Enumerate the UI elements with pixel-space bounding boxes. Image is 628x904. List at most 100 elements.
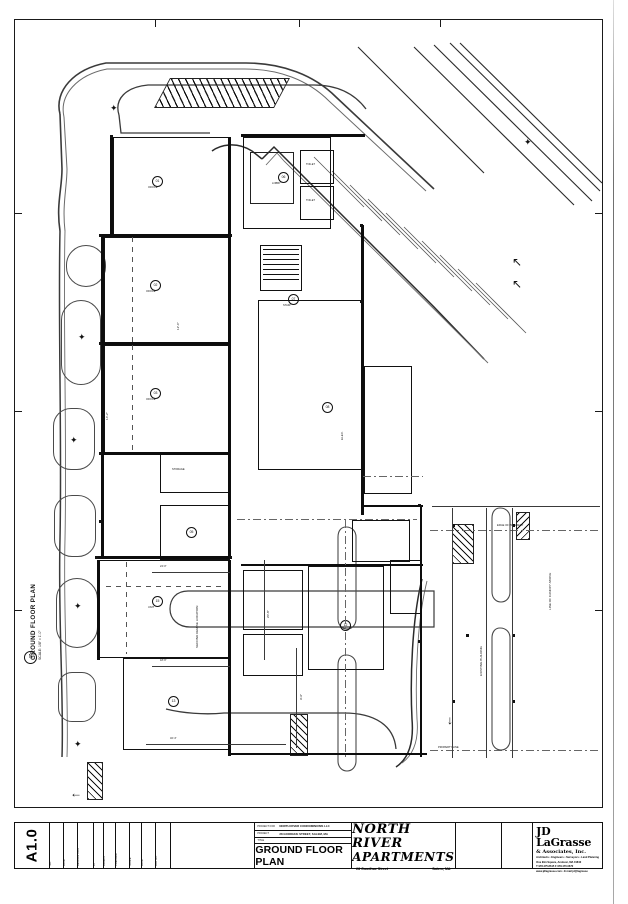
stair-tread: [263, 279, 299, 280]
drawing-title-text: GROUND FLOOR PLAN: [255, 843, 343, 868]
wall-node: [360, 224, 364, 228]
tree-symbol: ✦: [524, 137, 532, 147]
firm-block: JD LaGrasse & Associates, Inc. Architect…: [533, 823, 602, 873]
room-tag: 03: [150, 388, 161, 399]
tree-symbol: ✦: [74, 739, 82, 749]
landscape-island: [54, 495, 96, 557]
revision-column: BY: [93, 823, 104, 868]
border-tick: [155, 19, 156, 27]
room-stair-07: [260, 245, 302, 291]
room-label: STORAGE: [172, 468, 185, 471]
room-tag: 01: [152, 176, 163, 187]
room-toilet-10: [300, 150, 334, 184]
wall-node: [95, 556, 99, 560]
tree-symbol: ✦: [110, 103, 118, 113]
tree-symbol: ✦: [78, 332, 86, 342]
tree-symbol: ✦: [74, 601, 82, 611]
firm-disciplines: Architects • Engineers • Surveyors • Lan…: [536, 855, 599, 859]
room-tag: 08: [322, 402, 333, 413]
room-label: STAIR: [283, 304, 291, 307]
plan-annotation: EXISTING BUILDING: [479, 646, 483, 676]
room-label: UNIT: [148, 606, 155, 609]
landscape-island: [56, 578, 98, 648]
firm-web: www.jdlagrasse.com • E mail jd@lagrasse: [536, 870, 588, 873]
room-storage-04: [160, 453, 230, 493]
room-toilet-11: [300, 186, 334, 220]
title-block: A1.0 NO. DATE DESCRIPTION BY DRAWN CHECK…: [14, 821, 603, 873]
wall-node: [99, 452, 103, 456]
dimension-text: 18'-6": [160, 659, 167, 662]
plan-title-label: GROUND FLOOR PLAN SCALE: 1/8" = 1'-0": [30, 584, 42, 660]
parking-stall-line: [486, 508, 487, 758]
site-hatch-walk: [154, 78, 290, 108]
stair-tread: [263, 254, 299, 255]
room-corridor-lower: [352, 520, 410, 562]
canopy-line: [126, 562, 127, 654]
grid-line: [430, 530, 600, 531]
grid-line: [237, 519, 417, 520]
room-unit-lower: [308, 566, 384, 670]
title-key-row: TITLE: [255, 838, 352, 844]
title-key: TITLE: [257, 839, 265, 843]
room-stair-lower: [390, 560, 422, 614]
wall-node: [418, 640, 422, 644]
room-unit-large: [258, 300, 364, 470]
wall-node: [466, 634, 470, 638]
border-tick: [14, 411, 22, 412]
room-utility-12: [364, 366, 412, 494]
border-tick: [595, 213, 603, 214]
stair-tread: [263, 269, 299, 270]
room-office-01: [113, 137, 230, 237]
site-hatch-curb: [87, 762, 103, 800]
revision-column-label: DESCRIPTION: [76, 848, 80, 866]
room-mech-08: [243, 634, 303, 676]
dimension-line: [152, 572, 230, 573]
parking-stall-line: [512, 508, 513, 758]
owner-row: PROJECT FOR NORTH RIVER CONDOMINIUMS LLC: [255, 823, 352, 831]
traffic-arrow: ↖: [512, 277, 523, 291]
wall: [228, 137, 231, 557]
wall: [97, 560, 100, 660]
wall-node: [418, 504, 422, 508]
firm-name: JD LaGrasse: [536, 825, 592, 849]
canopy-line: [132, 345, 133, 451]
room-tag: 15: [152, 596, 163, 607]
wall-node: [512, 524, 516, 528]
wall: [241, 564, 423, 567]
dimension-line: [152, 666, 230, 667]
tree-symbol: ✦: [70, 435, 78, 445]
plan-title-text: GROUND FLOOR PLAN: [30, 583, 37, 660]
firm-contact: T 978.475.8615 F 978.470.0670: [536, 864, 574, 868]
revision-column: SCALE: [128, 823, 142, 868]
grid-line: [345, 520, 346, 760]
traffic-arrow: ↓: [447, 713, 453, 727]
revision-column-label: DATE: [62, 859, 66, 866]
room-unit-15: [97, 560, 230, 658]
general-notes-block: GENERAL NOTES 1. ALL WORK SHALL CONFORM …: [171, 823, 256, 868]
wall-node: [452, 524, 456, 528]
room-office-03: [104, 345, 230, 453]
dimension-line: [296, 648, 297, 748]
revision-column-label: SCALE: [128, 857, 132, 866]
wall-node: [512, 634, 516, 638]
stair-tread: [263, 249, 299, 250]
stair-tread: [263, 259, 299, 260]
wall: [228, 560, 231, 756]
wall-node: [452, 700, 456, 704]
plan-annotation: EDGE OF PAVEMENT: [497, 524, 524, 527]
dimension-line: [146, 744, 286, 745]
sheet-number: A1.0: [23, 828, 41, 863]
project-name-line1: NORTH RIVER: [352, 821, 411, 851]
wall: [101, 234, 231, 237]
project-address: 28 Goodhue Street Salem, MA: [356, 867, 450, 871]
address-value: 28 GOODHUE STREET, SALEM, MA: [279, 831, 329, 836]
wall-node: [99, 234, 103, 238]
stamp-area-cell: [456, 823, 503, 868]
border-tick: [595, 411, 603, 412]
revision-column: DATE: [141, 823, 156, 868]
wall-node: [512, 700, 516, 704]
dimension-text: 9'-6": [299, 693, 303, 700]
site-hatch-island: [516, 512, 530, 540]
room-label: TOILET: [306, 163, 316, 166]
